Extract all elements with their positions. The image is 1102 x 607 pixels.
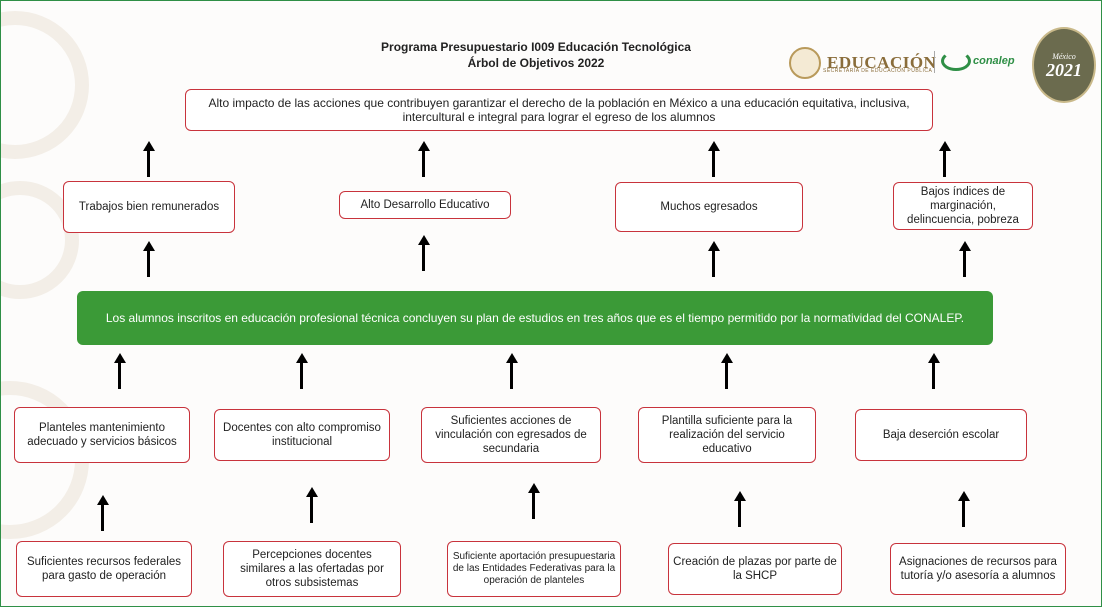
national-seal-icon	[789, 47, 821, 79]
arrow-up-icon	[528, 483, 540, 519]
arrow-up-icon	[928, 353, 940, 389]
title-line-2: Árbol de Objetivos 2022	[467, 56, 605, 70]
arrow-up-icon	[418, 141, 430, 177]
effect-text: Trabajos bien remunerados	[78, 201, 220, 213]
arrow-up-icon	[97, 495, 109, 531]
arrow-up-icon	[959, 241, 971, 277]
arrow-up-icon	[143, 241, 155, 277]
root-means-box: Suficiente aportación presupuestaria de …	[447, 541, 621, 597]
top-objective-box: Alto impacto de las acciones que contrib…	[185, 89, 933, 131]
diagram-title: Programa Presupuestario I009 Educación T…	[301, 39, 771, 71]
root-means-box: Suficientes recursos federales para gast…	[16, 541, 192, 597]
mexico-2021-medal-logo: México 2021	[1032, 27, 1096, 103]
medal-year: 2021	[1046, 59, 1082, 80]
means-text: Docentes con alto compromiso institucion…	[223, 422, 381, 448]
arrow-up-icon	[939, 141, 951, 177]
effect-text: Muchos egresados	[660, 201, 758, 213]
effect-box: Muchos egresados	[615, 182, 803, 232]
central-objective-text: Los alumnos inscritos en educación profe…	[105, 311, 965, 325]
effect-text: Bajos índices de marginación, delincuenc…	[907, 186, 1019, 226]
top-objective-text: Alto impacto de las acciones que contrib…	[208, 96, 910, 124]
conalep-logo-text: conalep	[973, 55, 1015, 67]
effect-box: Bajos índices de marginación, delincuenc…	[893, 182, 1033, 230]
arrow-up-icon	[734, 491, 746, 527]
arrow-up-icon	[958, 491, 970, 527]
conalep-mark-icon	[941, 51, 971, 71]
arrow-up-icon	[506, 353, 518, 389]
means-box: Plantilla suficiente para la realización…	[638, 407, 816, 463]
conalep-logo: conalep	[941, 51, 1015, 71]
arrow-up-icon	[306, 487, 318, 523]
educacion-logo-subtitle: SECRETARÍA DE EDUCACIÓN PÚBLICA	[823, 68, 933, 74]
means-box: Docentes con alto compromiso institucion…	[214, 409, 390, 461]
arrow-up-icon	[296, 353, 308, 389]
arrow-up-icon	[114, 353, 126, 389]
arrow-up-icon	[708, 141, 720, 177]
arrow-up-icon	[418, 235, 430, 271]
root-means-box: Asignaciones de recursos para tutoría y/…	[890, 543, 1066, 595]
arrow-up-icon	[721, 353, 733, 389]
means-box: Suficientes acciones de vinculación con …	[421, 407, 601, 463]
means-box: Baja deserción escolar	[855, 409, 1027, 461]
logo-divider	[934, 51, 935, 73]
means-text: Plantilla suficiente para la realización…	[661, 415, 793, 455]
root-means-box: Creación de plazas por parte de la SHCP	[668, 543, 842, 595]
root-means-box: Percepciones docentes similares a las of…	[223, 541, 401, 597]
title-line-1: Programa Presupuestario I009 Educación T…	[381, 40, 691, 54]
educacion-logo-text: EDUCACIÓN	[827, 53, 937, 72]
root-means-text: Asignaciones de recursos para tutoría y/…	[899, 556, 1057, 582]
root-means-text: Percepciones docentes similares a las of…	[240, 549, 384, 589]
effect-box: Alto Desarrollo Educativo	[339, 191, 511, 219]
arrow-up-icon	[708, 241, 720, 277]
effect-box: Trabajos bien remunerados	[63, 181, 235, 233]
means-text: Baja deserción escolar	[882, 429, 1000, 441]
background-ornament	[1, 11, 89, 159]
means-text: Suficientes acciones de vinculación con …	[435, 415, 587, 455]
means-box: Planteles mantenimiento adecuado y servi…	[14, 407, 190, 463]
central-objective-box: Los alumnos inscritos en educación profe…	[77, 291, 993, 345]
medal-text: México	[1052, 51, 1076, 61]
arrow-up-icon	[143, 141, 155, 177]
effect-text: Alto Desarrollo Educativo	[360, 199, 490, 211]
means-text: Planteles mantenimiento adecuado y servi…	[27, 422, 177, 448]
root-means-text: Suficientes recursos federales para gast…	[26, 556, 182, 582]
educacion-logo: EDUCACIÓN	[789, 47, 936, 79]
root-means-text: Creación de plazas por parte de la SHCP	[673, 556, 837, 582]
root-means-text: Suficiente aportación presupuestaria de …	[452, 551, 616, 586]
